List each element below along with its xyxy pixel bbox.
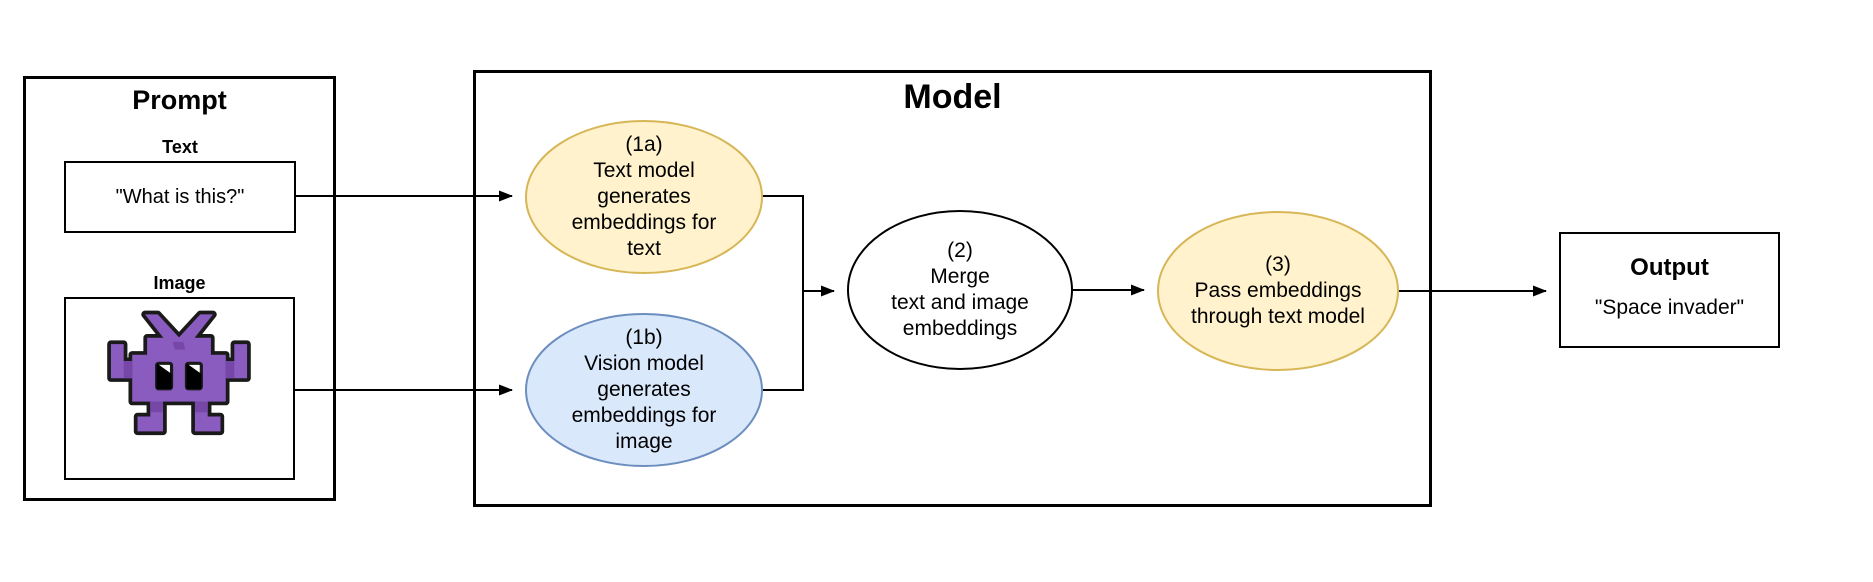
node-1a-label: (1a) Text model generates embeddings for… (524, 132, 764, 262)
invader-eyes (155, 361, 203, 391)
node-text-line: Pass embeddings (1194, 279, 1362, 302)
node-3-ellipse (1157, 211, 1399, 371)
node-text-line: through text model (1191, 305, 1365, 328)
node-text-line: (3) (1265, 253, 1291, 276)
image-box (64, 297, 295, 480)
output-content: Output "Space invader" (1559, 232, 1780, 348)
node-text-line: (2) (947, 239, 973, 262)
output-title: Output (1630, 254, 1709, 281)
node-text-line: Text model (593, 159, 695, 182)
space-invader-icon (107, 310, 251, 436)
node-text-line: embeddings for (571, 404, 717, 427)
invader-shading-layer (123, 342, 235, 413)
node-text-line: embeddings (902, 317, 1018, 340)
node-1b-label: (1b) Vision model generates embeddings f… (524, 325, 764, 455)
node-3-label: (3) Pass embeddings through text model (1153, 252, 1403, 330)
invader-pupil-left (156, 363, 172, 389)
node-text-line: generates (597, 185, 691, 208)
node-text-line: (1b) (625, 326, 663, 349)
model-title: Model (903, 78, 1002, 116)
connector-merge-elbow (762, 195, 804, 391)
text-label: Text (162, 137, 198, 157)
node-2-ellipse (847, 210, 1073, 370)
model-box (473, 70, 1432, 507)
node-text-line: text (627, 237, 661, 260)
text-value-box (64, 161, 296, 233)
prompt-title: Prompt (132, 85, 227, 115)
node-text-line: Merge (930, 265, 990, 288)
image-label: Image (153, 273, 206, 293)
node-text-line: embeddings for (571, 211, 717, 234)
node-1b-ellipse (525, 313, 763, 467)
node-text-line: text and image (891, 291, 1029, 314)
output-value: "Space invader" (1594, 296, 1745, 319)
text-value: "What is this?" (115, 185, 245, 208)
node-text-line: Vision model (584, 352, 704, 375)
node-2-label: (2) Merge text and image embeddings (845, 238, 1075, 342)
node-1a-ellipse (525, 120, 763, 274)
invader-pupil-right (186, 363, 202, 389)
node-text-line: (1a) (625, 133, 663, 156)
output-box (1559, 232, 1780, 348)
node-text-line: image (615, 430, 673, 453)
prompt-box (23, 76, 336, 501)
node-text-line: generates (597, 378, 691, 401)
invader-fill-layer (110, 314, 248, 432)
